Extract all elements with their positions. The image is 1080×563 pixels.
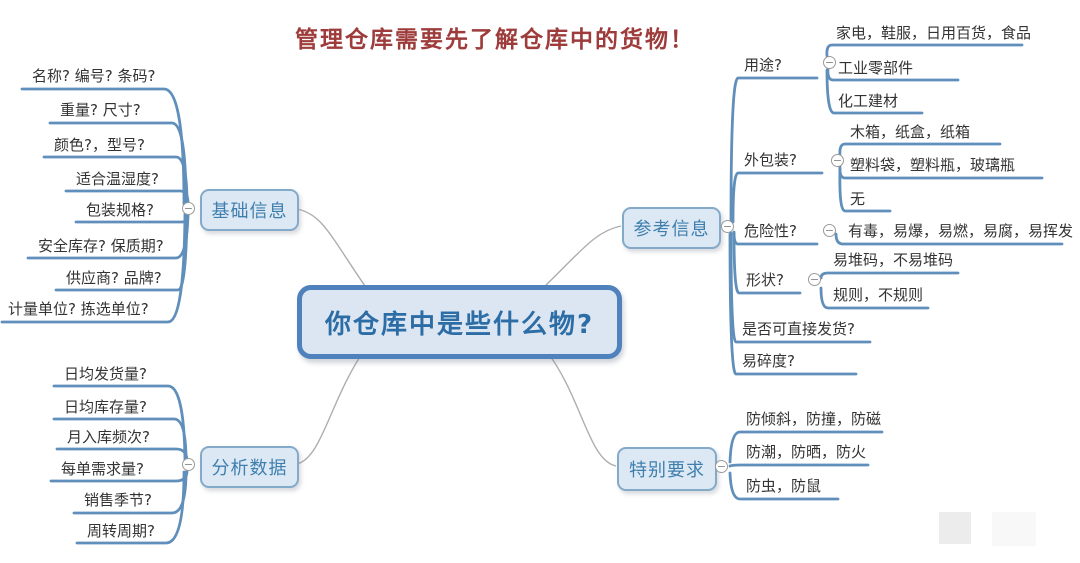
branch-node-basic-info[interactable]: 基础信息: [200, 189, 299, 231]
topic-color-model[interactable]: 颜色?，型号?: [54, 136, 145, 154]
topic-weight-size[interactable]: 重量? 尺寸?: [60, 101, 141, 119]
central-topic[interactable]: 你仓库中是些什么物?: [297, 285, 622, 359]
topic-appliance-shoes-grocery-food[interactable]: 家电，鞋服，日用百货，食品: [836, 24, 1032, 42]
center-connectors: [296, 208, 622, 467]
topic-none[interactable]: 无: [850, 190, 866, 208]
topic-industrial-parts[interactable]: 工业零部件: [838, 59, 914, 77]
topic-anti-tilt-shock-magnetic[interactable]: 防倾斜，防撞，防磁: [746, 410, 882, 428]
reference-branch-lines: [728, 43, 1064, 376]
topic-turnover-cycle[interactable]: 周转周期?: [87, 522, 155, 540]
map-title: 管理仓库需要先了解仓库中的货物！: [295, 27, 695, 53]
subtopic-usage[interactable]: 用途?: [744, 56, 782, 74]
topic-plastic-glass-bottle[interactable]: 塑料袋，塑料瓶，玻璃瓶: [850, 156, 1016, 174]
subtopic-fragility[interactable]: 易碎度?: [742, 352, 795, 370]
collapse-icon-analysis-data[interactable]: −: [182, 458, 195, 471]
branch-node-analysis-data[interactable]: 分析数据: [200, 446, 299, 488]
collapse-icon-shape[interactable]: −: [808, 273, 821, 286]
branch-node-reference-info[interactable]: 参考信息: [622, 207, 721, 249]
subtopic-outer-packaging[interactable]: 外包装?: [744, 151, 797, 169]
special-branch-lines: [728, 430, 884, 501]
branch-node-special-requirements[interactable]: 特别要求: [617, 447, 717, 491]
watermark-remnant: [939, 512, 971, 544]
collapse-icon-reference-info[interactable]: −: [721, 220, 734, 233]
topic-regular-irregular[interactable]: 规则，不规则: [833, 286, 924, 304]
watermark-remnant: [992, 512, 1036, 546]
topic-measure-pick-unit[interactable]: 计量单位? 拣选单位?: [8, 300, 149, 318]
topic-stackable[interactable]: 易堆码，不易堆码: [833, 251, 954, 269]
subtopic-direct-shipment[interactable]: 是否可直接发货?: [742, 320, 855, 338]
subtopic-danger[interactable]: 危险性?: [744, 222, 797, 240]
collapse-icon-basic-info[interactable]: −: [182, 202, 195, 215]
collapse-icon-packaging[interactable]: −: [831, 154, 844, 167]
collapse-icon-danger[interactable]: −: [823, 224, 836, 237]
topic-daily-shipment[interactable]: 日均发货量?: [64, 365, 147, 383]
topic-daily-inventory[interactable]: 日均库存量?: [64, 398, 147, 416]
topic-toxic-explosive-flammable[interactable]: 有毒，易爆，易燃，易腐，易挥发: [848, 222, 1074, 240]
topic-supplier-brand[interactable]: 供应商? 品牌?: [66, 269, 162, 287]
topic-monthly-inbound[interactable]: 月入库频次?: [67, 428, 150, 446]
collapse-icon-usage[interactable]: −: [823, 56, 836, 69]
basic-branch-lines: [0, 87, 190, 324]
topic-chemical-building-materials[interactable]: 化工建材: [838, 92, 899, 110]
topic-anti-moisture-sun-fire[interactable]: 防潮，防晒，防火: [746, 443, 867, 461]
topic-sales-season[interactable]: 销售季节?: [84, 491, 152, 509]
topic-order-demand[interactable]: 每单需求量?: [61, 460, 144, 478]
subtopic-shape[interactable]: 形状?: [746, 271, 784, 289]
topic-anti-insect-rat[interactable]: 防虫，防鼠: [746, 477, 822, 495]
topic-safety-stock-shelf-life[interactable]: 安全库存? 保质期?: [38, 237, 164, 255]
collapse-icon-special-requirements[interactable]: −: [715, 460, 728, 473]
topic-wooden-carton-box[interactable]: 木箱，纸盒，纸箱: [850, 123, 971, 141]
topic-packing-spec[interactable]: 包装规格?: [86, 201, 154, 219]
topic-name-code-barcode[interactable]: 名称? 编号? 条码?: [32, 67, 156, 85]
topic-temperature-humidity[interactable]: 适合温湿度?: [76, 170, 159, 188]
